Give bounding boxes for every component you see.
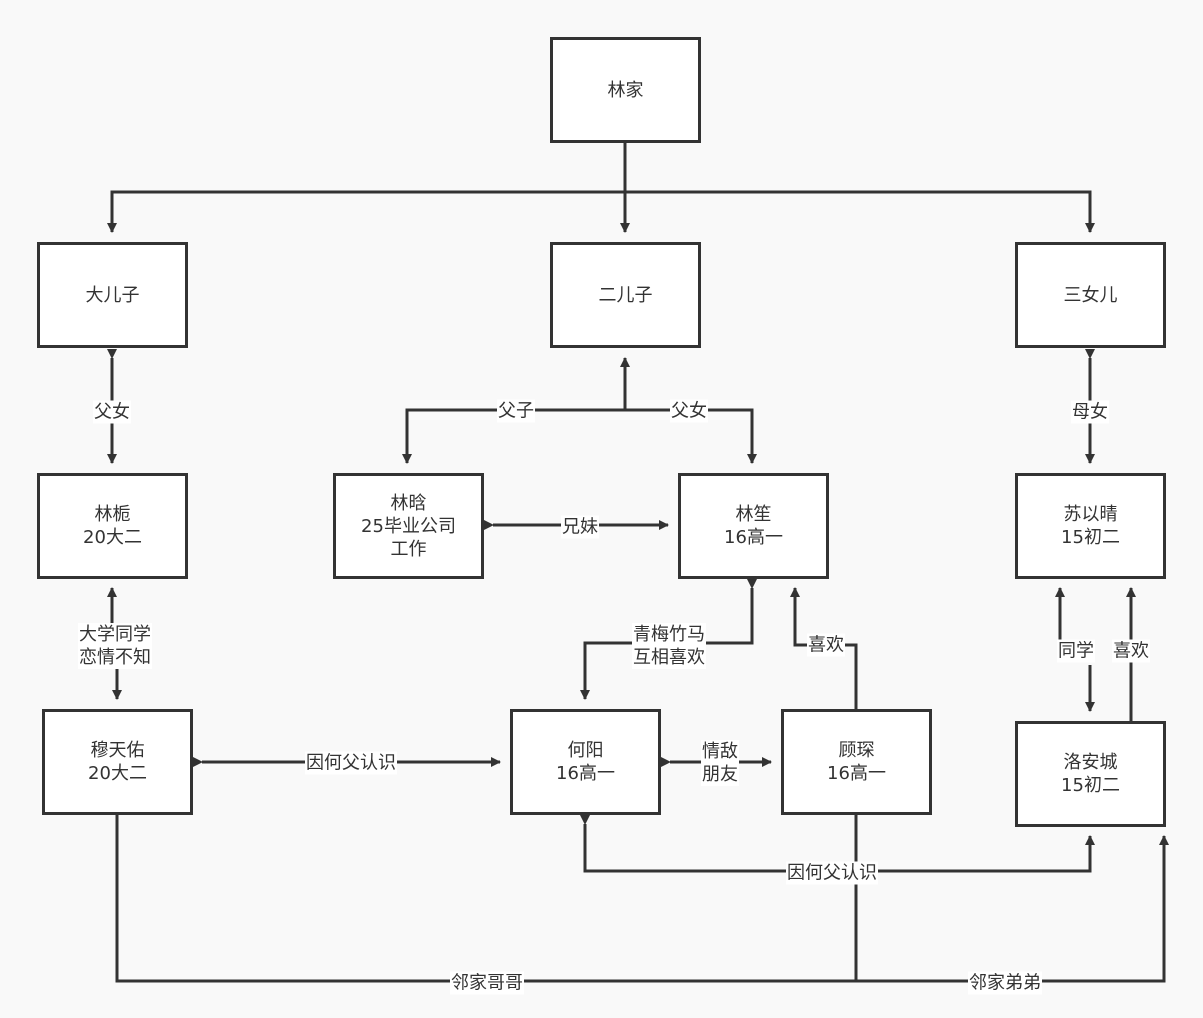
node-lin-family[interactable]: 林家 bbox=[550, 37, 701, 143]
edge-label-luo-su-like: 喜欢 bbox=[1112, 639, 1150, 663]
node-su-yiqing[interactable]: 苏以晴 15初二 bbox=[1015, 473, 1166, 579]
edge-label-he-yang-gu-chen: 情敌 朋友 bbox=[701, 740, 739, 786]
edge-label-mu-tianyou-he-yang: 因何父认识 bbox=[305, 751, 397, 775]
edge-second-son-lin-han bbox=[402, 408, 625, 464]
edge-label-second-son-lin-han: 父子 bbox=[497, 399, 535, 423]
edge-label-mu-tianyou-gu-chen: 邻家哥哥 bbox=[450, 971, 524, 995]
node-third-daughter[interactable]: 三女儿 bbox=[1015, 242, 1166, 348]
edge-label-lin-sheng-he-yang: 青梅竹马 互相喜欢 bbox=[632, 623, 706, 669]
node-gu-chen[interactable]: 顾琛 16高一 bbox=[781, 709, 932, 815]
edge-label-eldest-son-lin-zhi: 父女 bbox=[93, 400, 131, 424]
edge-label-gu-chen-luo-ancheng: 邻家弟弟 bbox=[968, 971, 1042, 995]
edge-label-he-yang-luo-ancheng: 因何父认识 bbox=[786, 861, 878, 885]
edge-mu-tianyou-gu-chen bbox=[115, 814, 858, 983]
edge-label-third-daughter-su-yiqing: 母女 bbox=[1071, 400, 1109, 424]
edge-label-gu-chen-lin-sheng: 喜欢 bbox=[807, 633, 845, 657]
node-lin-zhi[interactable]: 林栀 20大二 bbox=[37, 473, 188, 579]
node-mu-tianyou[interactable]: 穆天佑 20大二 bbox=[42, 709, 193, 815]
edge-gu-chen-luo-ancheng bbox=[856, 835, 1169, 983]
edge-label-lin-zhi-mu-tianyou: 大学同学 恋情不知 bbox=[78, 623, 152, 669]
node-second-son[interactable]: 二儿子 bbox=[550, 242, 701, 348]
edge-family-to-eldest-son bbox=[107, 142, 627, 233]
node-luo-ancheng[interactable]: 洛安城 15初二 bbox=[1015, 721, 1166, 827]
edge-family-to-third-daughter bbox=[625, 190, 1095, 233]
node-lin-han[interactable]: 林晗 25毕业公司 工作 bbox=[333, 473, 484, 579]
edge-label-second-son-lin-sheng: 父女 bbox=[670, 399, 708, 423]
node-eldest-son[interactable]: 大儿子 bbox=[37, 242, 188, 348]
edge-label-su-luo-classmate: 同学 bbox=[1057, 639, 1095, 663]
node-lin-sheng[interactable]: 林笙 16高一 bbox=[678, 473, 829, 579]
node-he-yang[interactable]: 何阳 16高一 bbox=[510, 709, 661, 815]
edge-second-son-lin-sheng bbox=[625, 408, 757, 464]
edge-label-lin-han-lin-sheng: 兄妹 bbox=[561, 515, 599, 539]
